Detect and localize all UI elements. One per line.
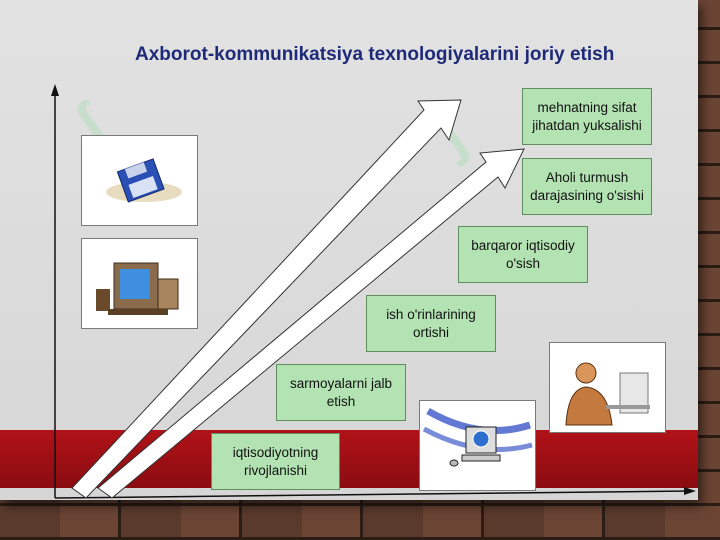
slide-title: Axborot-kommunikatsiya texnologiyalarini…: [135, 44, 615, 65]
office-worker-icon: [565, 362, 650, 426]
diagram-arrows: [51, 84, 696, 499]
x-axis-arrowhead: [684, 487, 696, 495]
growth-arrow-upper: [71, 99, 462, 499]
floppy-disk-icon: [106, 158, 182, 203]
step-box-3: ish o'rinlarining ortishi: [366, 295, 496, 352]
step-box-5: Aholi turmush darajasining o'sishi: [522, 158, 652, 215]
step-box-6: mehnatning sifat jihatdan yuksalishi: [522, 88, 652, 145]
step-box-4: barqaror iqtisodiy o'sish: [458, 226, 588, 283]
network-computer-icon: [422, 407, 533, 467]
step-box-1: iqtisodiyotning rivojlanishi: [211, 433, 340, 490]
floppy-disk-picture: [81, 135, 198, 226]
x-axis-line: [54, 490, 691, 499]
slide: ʃ ʃ Axborot-kommunikatsiya texnologiyala…: [0, 0, 698, 500]
computer-icon: [96, 262, 179, 315]
step-box-2: sarmoyalarni jalb etish: [276, 364, 406, 421]
network-computer-picture: [419, 400, 536, 491]
growth-arrow-lower: [97, 148, 525, 499]
y-axis-arrowhead: [51, 84, 59, 96]
computer-picture: [81, 238, 198, 329]
office-worker-picture: [549, 342, 666, 433]
